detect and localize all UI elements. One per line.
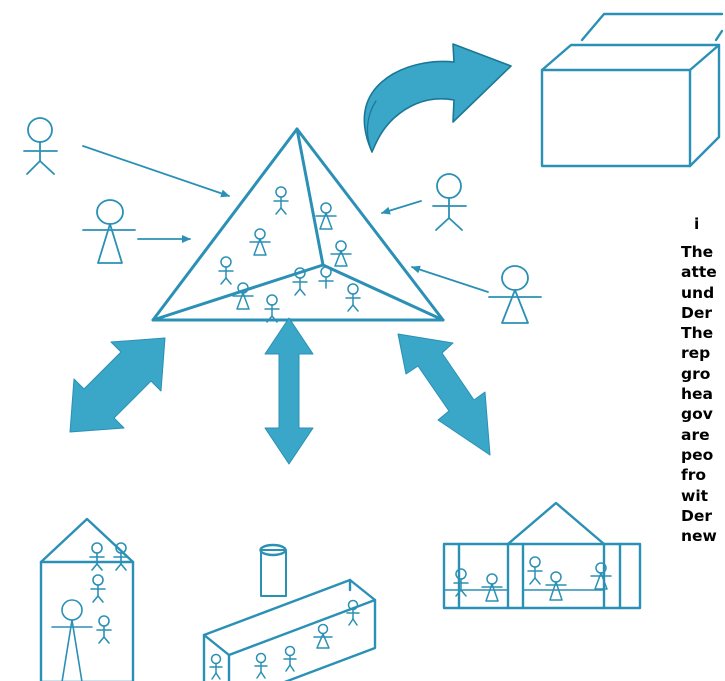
small-person-figure bbox=[330, 240, 352, 267]
small-person-figure bbox=[96, 615, 112, 644]
text-line: new bbox=[681, 527, 717, 546]
small-person-figure bbox=[90, 574, 106, 603]
small-person-figure bbox=[453, 568, 469, 597]
text-line: Der bbox=[681, 303, 713, 322]
house-building bbox=[39, 517, 135, 681]
small-person-figure bbox=[315, 202, 337, 230]
text-line: Der bbox=[681, 506, 713, 525]
person-figure-female-house bbox=[51, 599, 93, 681]
text-line: The bbox=[681, 324, 714, 343]
small-person-figure bbox=[292, 267, 308, 296]
small-person-figure bbox=[113, 542, 129, 571]
text-line: und bbox=[681, 283, 715, 302]
text-fragment-first: i bbox=[694, 215, 700, 233]
small-person-figure bbox=[313, 623, 333, 649]
person-figure-female-right bbox=[488, 265, 542, 324]
text-line: wit bbox=[681, 486, 709, 505]
description-text-block: i The atte und Der The rep gro hea gov a… bbox=[681, 215, 725, 546]
curved-arrow-icon bbox=[363, 43, 512, 153]
text-line: are bbox=[681, 425, 710, 444]
small-person-figure bbox=[481, 573, 503, 602]
small-person-figure bbox=[545, 571, 567, 601]
small-person-figure bbox=[527, 556, 543, 585]
small-person-figure bbox=[209, 653, 223, 680]
factory-building bbox=[202, 543, 377, 681]
text-line: fro bbox=[681, 466, 707, 485]
small-person-figure bbox=[346, 599, 360, 626]
text-line: The bbox=[681, 243, 714, 261]
public-building bbox=[442, 501, 642, 610]
triangle-small-figures bbox=[218, 186, 361, 323]
small-person-figure bbox=[89, 542, 105, 571]
small-person-figure bbox=[232, 282, 254, 310]
text-line: gov bbox=[681, 405, 713, 424]
small-person-figure bbox=[590, 562, 612, 590]
double-arrow-center bbox=[264, 317, 314, 465]
person-figure-male-right bbox=[432, 173, 467, 231]
small-person-figure bbox=[254, 652, 268, 679]
input-arrows bbox=[82, 145, 489, 293]
text-line: peo bbox=[681, 445, 714, 464]
double-arrow-left bbox=[69, 337, 166, 433]
small-person-figure bbox=[345, 283, 361, 312]
double-arrow-right bbox=[397, 333, 491, 456]
text-line: atte bbox=[681, 263, 717, 282]
text-line: hea bbox=[681, 385, 714, 404]
person-figure-female-left bbox=[82, 199, 136, 264]
small-person-figure bbox=[264, 294, 280, 323]
box-shape bbox=[540, 12, 724, 168]
small-person-figure bbox=[249, 228, 271, 256]
person-figure-male-left bbox=[23, 117, 58, 175]
small-person-figure bbox=[273, 186, 289, 215]
small-person-figure bbox=[283, 645, 297, 672]
small-person-figure bbox=[318, 266, 334, 289]
small-person-figure bbox=[218, 256, 234, 285]
text-line: gro bbox=[681, 364, 711, 383]
text-line: rep bbox=[681, 344, 711, 363]
